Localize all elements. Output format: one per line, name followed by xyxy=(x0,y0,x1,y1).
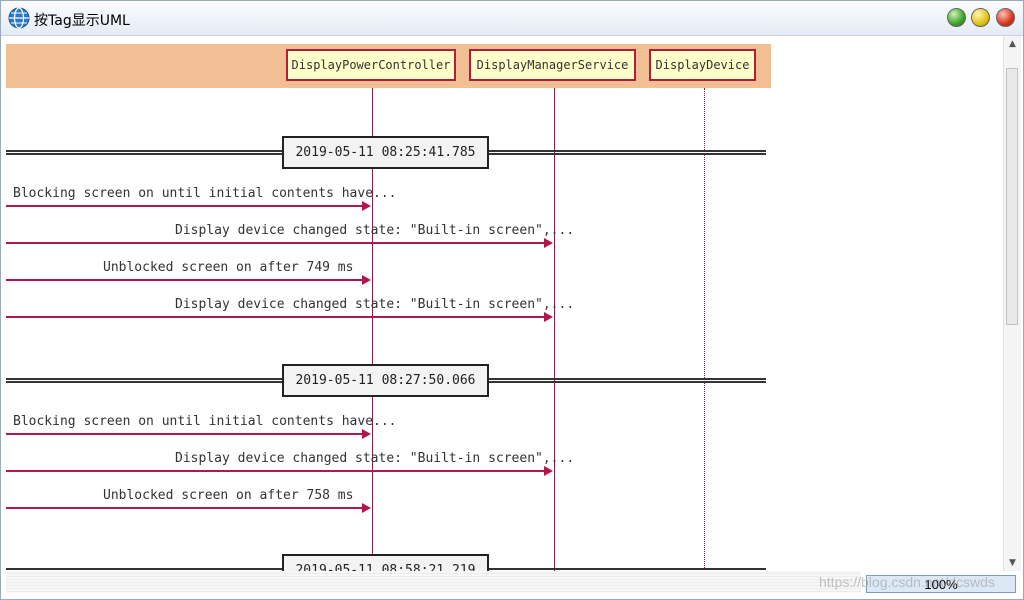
timestamp-box[interactable]: 2019-05-11 08:58:21.219 xyxy=(282,554,489,571)
message-label: Display device changed state: "Built-in … xyxy=(175,223,575,238)
maximize-button[interactable] xyxy=(947,8,966,27)
message-label: Display device changed state: "Built-in … xyxy=(175,451,575,466)
participant-display-power-controller[interactable]: DisplayPowerController xyxy=(286,49,456,81)
timestamp-box[interactable]: 2019-05-11 08:27:50.066 xyxy=(282,364,489,397)
scrollbar-thumb[interactable] xyxy=(1006,68,1018,325)
message-arrow[interactable] xyxy=(6,429,371,439)
participant-display-manager-service[interactable]: DisplayManagerService xyxy=(469,49,636,81)
title-bar[interactable]: 按Tag显示UML xyxy=(1,1,1023,36)
lifeline-display-power-controller xyxy=(372,88,373,571)
scroll-up-arrow-icon[interactable]: ▲ xyxy=(1009,39,1016,49)
horizontal-scrollbar[interactable] xyxy=(6,571,861,593)
message-arrow[interactable] xyxy=(6,238,553,248)
zoom-level[interactable]: 100% xyxy=(866,575,1016,593)
close-button[interactable] xyxy=(996,8,1015,27)
message-arrow[interactable] xyxy=(6,312,553,322)
message-arrow[interactable] xyxy=(6,466,553,476)
message-label: Unblocked screen on after 749 ms xyxy=(103,260,354,275)
vertical-scrollbar[interactable]: ▲ ▼ xyxy=(1003,36,1021,571)
message-arrow[interactable] xyxy=(6,201,371,211)
globe-icon xyxy=(8,7,30,29)
lifeline-display-device xyxy=(704,88,705,571)
window-title: 按Tag显示UML xyxy=(34,13,130,29)
message-label: Blocking screen on until initial content… xyxy=(13,186,397,201)
participant-display-device[interactable]: DisplayDevice xyxy=(649,49,756,81)
message-label: Display device changed state: "Built-in … xyxy=(175,297,575,312)
minimize-button[interactable] xyxy=(971,8,990,27)
lifeline-display-manager-service xyxy=(554,88,555,571)
timestamp-box[interactable]: 2019-05-11 08:25:41.785 xyxy=(282,136,489,169)
message-arrow[interactable] xyxy=(6,275,371,285)
message-label: Unblocked screen on after 758 ms xyxy=(103,488,354,503)
uml-canvas[interactable]: DisplayPowerController DisplayManagerSer… xyxy=(6,36,1003,571)
message-label: Blocking screen on until initial content… xyxy=(13,414,397,429)
message-arrow[interactable] xyxy=(6,503,371,513)
scroll-down-arrow-icon[interactable]: ▼ xyxy=(1009,558,1016,568)
